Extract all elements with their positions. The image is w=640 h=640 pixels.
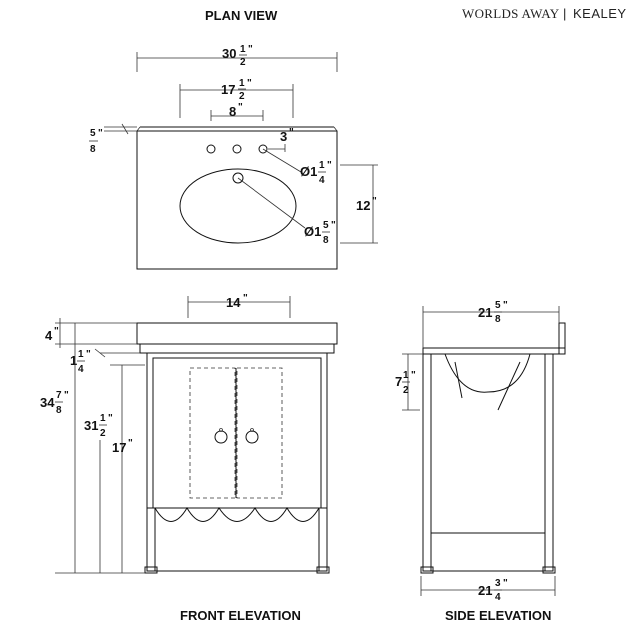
side-leg-back — [544, 353, 554, 572]
spread-den: 2 — [239, 91, 245, 102]
top-depth-whole: 21 — [478, 305, 492, 320]
leg-depth-num: 3 — [495, 578, 501, 589]
width-whole: 30 — [222, 46, 236, 61]
depth-value: 12 — [356, 198, 370, 213]
drain-dia-num: 5 — [323, 220, 329, 231]
front-foot-right — [316, 566, 330, 574]
width-num: 1 — [240, 44, 246, 55]
basin-height-value: 4 — [45, 328, 53, 343]
door-pull-right — [245, 430, 259, 444]
width-unit: " — [248, 44, 253, 55]
plan-view: 30 1 2 " 17 1 2 " 8 " 3 " 5 8 " Ø1 1 — [89, 44, 378, 270]
side-bowl-supports — [454, 361, 521, 411]
apron-whole: 1 — [70, 353, 77, 368]
hole-dia-den: 4 — [319, 175, 325, 186]
cabinet-height-unit: " — [128, 438, 133, 449]
front-cabinet-frame — [146, 352, 328, 572]
brand-separator: | — [563, 6, 567, 21]
top-depth-unit: " — [503, 300, 508, 311]
plan-view-title: PLAN VIEW — [205, 8, 278, 23]
front-elevation-title: FRONT ELEVATION — [180, 608, 301, 623]
faucet-hole-center — [232, 144, 242, 154]
side-elevation: 21 5 8 " 7 1 2 " 21 3 4 " — [395, 300, 566, 603]
leg-depth-unit: " — [503, 578, 508, 589]
hole-offset-value: 3 — [280, 129, 287, 144]
drain-dia-den: 8 — [323, 235, 329, 246]
side-backsplash — [558, 322, 566, 355]
apron-unit: " — [86, 349, 91, 360]
brand-name: WORLDS AWAY — [462, 6, 560, 21]
top-depth-num: 5 — [495, 300, 501, 311]
front-door-left — [189, 367, 236, 499]
spread-whole: 17 — [221, 82, 235, 97]
side-elevation-title: SIDE ELEVATION — [445, 608, 551, 623]
brand-collection: KEALEY — [573, 6, 627, 21]
bowl-depth-num: 1 — [403, 370, 409, 381]
hole-dia-unit: " — [327, 160, 332, 171]
drain-dia-prefix: Ø1 — [304, 224, 321, 239]
side-foot-back — [542, 566, 556, 574]
depth-unit: " — [372, 196, 377, 207]
hole-dia-num: 1 — [319, 160, 325, 171]
side-leg-front — [422, 353, 432, 572]
basin-height-unit: " — [54, 326, 59, 337]
bowl-depth-whole: 7 — [395, 374, 402, 389]
thickness-den: 8 — [90, 144, 96, 155]
hole-dia-prefix: Ø1 — [300, 164, 317, 179]
drain-hole — [232, 172, 244, 184]
front-basin-block — [136, 322, 338, 345]
top-depth-den: 8 — [495, 314, 501, 325]
counter-height-whole: 31 — [84, 418, 98, 433]
basin-width-unit: " — [243, 293, 248, 304]
front-leg-left — [146, 507, 156, 572]
side-foot-front — [420, 566, 434, 574]
front-scalloped-apron — [154, 507, 320, 522]
width-den: 2 — [240, 57, 246, 68]
drain-dia-unit: " — [331, 220, 336, 231]
hole-offset-unit: " — [289, 127, 294, 138]
front-leg-right — [318, 507, 328, 572]
faucet-hole-right — [258, 144, 268, 154]
front-counter-slab — [139, 343, 335, 354]
plan-countertop — [136, 130, 338, 270]
hole-spacing-unit: " — [238, 102, 243, 113]
side-countertop — [422, 347, 566, 355]
front-elevation: 14 " 4 " 1 1 4 " 34 7 8 " 31 1 2 " 17 — [40, 293, 338, 574]
side-cabinet — [422, 353, 554, 572]
side-bowl — [444, 353, 531, 393]
counter-height-unit: " — [108, 413, 113, 424]
hole-spacing-value: 8 — [229, 104, 236, 119]
apron-num: 1 — [78, 349, 84, 360]
front-door-right — [236, 367, 283, 499]
hole-leader — [262, 148, 302, 173]
spread-num: 1 — [239, 78, 245, 89]
faucet-hole-left — [206, 144, 216, 154]
spread-unit: " — [247, 78, 252, 89]
thickness-num: 5 — [90, 128, 96, 139]
apron-den: 4 — [78, 364, 84, 375]
bowl-depth-unit: " — [411, 370, 416, 381]
cabinet-height-value: 17 — [112, 440, 126, 455]
thickness-unit: " — [98, 128, 103, 139]
front-door-frame — [152, 357, 322, 509]
total-height-num: 7 — [56, 390, 62, 401]
leg-depth-den: 4 — [495, 592, 501, 603]
basin-width-value: 14 — [226, 295, 241, 310]
plan-basin — [179, 168, 297, 244]
total-height-unit: " — [64, 390, 69, 401]
counter-height-den: 2 — [100, 428, 106, 439]
leg-depth-whole: 21 — [478, 583, 492, 598]
front-foot-left — [144, 566, 158, 574]
total-height-den: 8 — [56, 405, 62, 416]
door-pull-left — [214, 430, 228, 444]
drain-leader — [237, 177, 306, 229]
bowl-depth-den: 2 — [403, 385, 409, 396]
total-height-whole: 34 — [40, 395, 55, 410]
counter-height-num: 1 — [100, 413, 106, 424]
